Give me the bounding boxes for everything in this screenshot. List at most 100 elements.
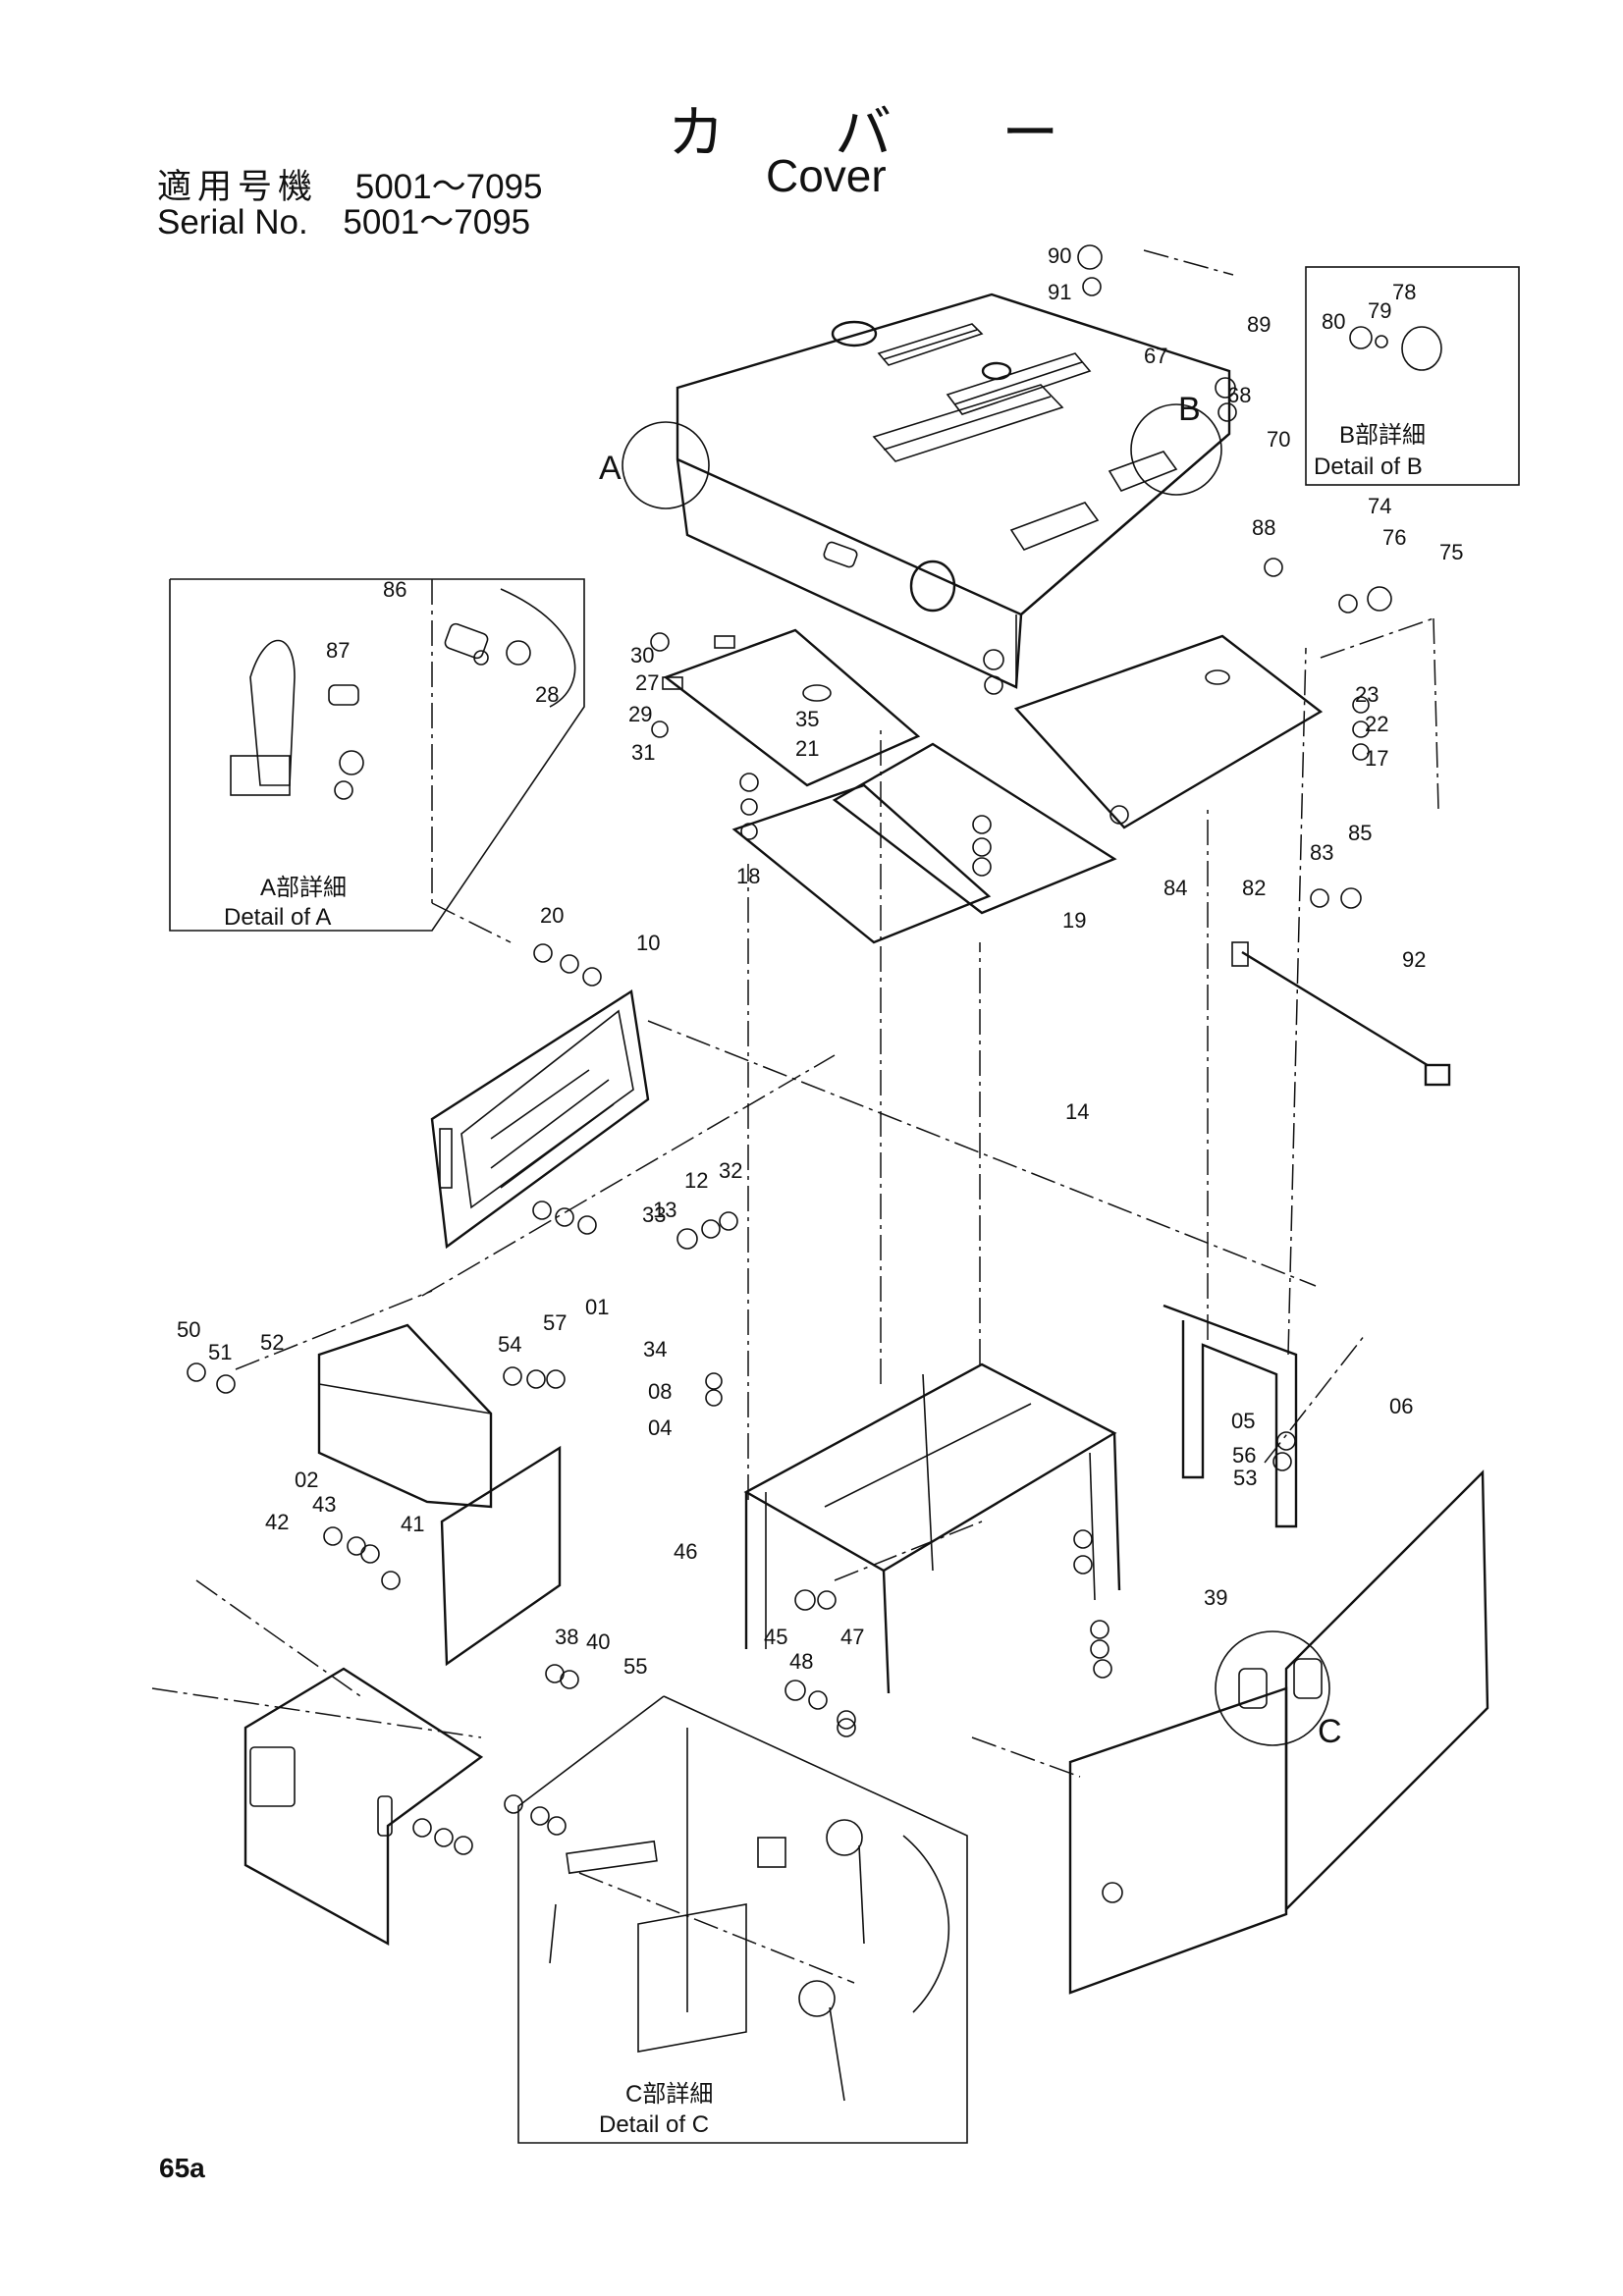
part-number-label: 05	[1231, 1409, 1255, 1433]
part-number-label: 47	[840, 1625, 864, 1649]
battery-box	[317, 1323, 493, 1509]
part-number-label: 67	[1144, 344, 1167, 368]
side-bracket	[1163, 1304, 1298, 1528]
part-number-label: 30	[630, 643, 654, 667]
part-number-label: 41	[401, 1512, 424, 1536]
part-number-label: 12	[684, 1168, 708, 1193]
detail-c-caption-jp: C部詳細	[625, 2081, 713, 2108]
part-number-label: 74	[1368, 494, 1391, 518]
part-number-label: 48	[789, 1649, 813, 1674]
serial-range-japanese: 5001～7095	[354, 168, 543, 206]
callout-letter-b: B	[1178, 391, 1201, 428]
side-cover-plate	[440, 1445, 562, 1667]
part-number-label: 02	[295, 1468, 318, 1492]
serial-row-japanese: 適用号機 5001～7095	[157, 159, 542, 209]
part-number-label: 27	[635, 670, 659, 695]
part-number-label: 06	[1389, 1394, 1413, 1418]
part-number-label: 01	[585, 1295, 609, 1319]
detail-a-caption-jp: A部詳細	[260, 875, 347, 901]
part-number-label: 84	[1163, 876, 1187, 900]
part-number-label: 18	[736, 864, 760, 888]
serial-label-japanese: 適用号機	[157, 168, 319, 206]
part-number-label: 56	[1232, 1443, 1256, 1468]
serial-label-english: Serial No.	[157, 203, 308, 241]
part-number-label: 57	[543, 1310, 567, 1335]
part-number-label: 19	[1062, 908, 1086, 933]
detail-a-caption-en: Detail of A	[224, 904, 331, 931]
part-number-label: 45	[764, 1625, 787, 1649]
detail-c-box	[517, 1695, 968, 2144]
part-number-label: 53	[1233, 1466, 1257, 1490]
part-number-label: 32	[719, 1158, 742, 1183]
part-number-label: 78	[1392, 280, 1416, 304]
detail-c-caption-en: Detail of C	[599, 2111, 709, 2138]
part-number-label: 34	[643, 1337, 667, 1362]
part-number-label: 10	[636, 931, 660, 955]
detail-b-box	[1143, 249, 1520, 486]
part-number-label: 92	[1402, 947, 1426, 972]
part-number-label: 88	[1252, 515, 1275, 540]
callout-letter-c: C	[1318, 1713, 1342, 1750]
control-rod	[1231, 941, 1451, 1087]
access-door-plate	[243, 1667, 484, 1947]
title-english: Cover	[766, 150, 887, 201]
part-number-label: 28	[535, 682, 559, 707]
cover-louvres	[872, 323, 1178, 551]
part-number-label: 43	[312, 1492, 336, 1517]
part-number-label: 75	[1439, 540, 1463, 564]
detail-b-caption-jp: B部詳細	[1339, 422, 1426, 449]
part-number-label: 40	[586, 1629, 610, 1654]
radiator-grille-panel	[430, 988, 650, 1250]
part-number-label: 86	[383, 577, 406, 602]
part-number-label: 35	[795, 707, 819, 731]
part-number-label: 17	[1365, 746, 1388, 771]
part-number-label: 39	[1204, 1585, 1227, 1610]
part-number-label: 51	[208, 1340, 232, 1364]
part-number-label: 29	[628, 702, 652, 726]
engine-cover-hood	[622, 293, 1231, 689]
detail-b-caption-en: Detail of B	[1314, 454, 1423, 480]
part-number-label: 76	[1382, 525, 1406, 550]
detail-a-box	[169, 578, 585, 943]
part-number-label: 13	[653, 1198, 676, 1222]
callout-letter-a: A	[599, 450, 622, 487]
part-number-label: 04	[648, 1415, 672, 1440]
part-number-label: 52	[260, 1330, 284, 1355]
part-number-label: 55	[623, 1654, 647, 1679]
part-number-label: 31	[631, 740, 655, 765]
fasteners	[187, 244, 1392, 1903]
part-number-label: 42	[265, 1510, 289, 1534]
rear-side-panels	[1068, 1469, 1489, 1995]
part-number-label: 82	[1242, 876, 1266, 900]
part-number-label: 85	[1348, 821, 1372, 845]
serial-range-english: 5001～7095	[343, 203, 531, 241]
serial-row-english: Serial No. 5001～7095	[157, 194, 530, 244]
part-number-label: 54	[498, 1332, 521, 1357]
support-frame	[743, 1362, 1121, 1694]
assembly-lines	[151, 617, 1439, 1778]
part-number-label: 20	[540, 903, 564, 928]
part-number-label: 79	[1368, 298, 1391, 323]
part-number-label: 91	[1048, 280, 1071, 304]
part-number-label: 08	[648, 1379, 672, 1404]
part-number-label: 23	[1355, 682, 1379, 707]
part-number-label: 14	[1065, 1099, 1089, 1124]
part-number-label: 70	[1267, 427, 1290, 452]
part-number-label: 87	[326, 638, 350, 663]
part-number-labels: 90 91 89 67 68 70 78 80 79 74 88 76 75 86 87 28 30 27 29 31…	[177, 243, 1463, 1679]
part-number-label: 90	[1048, 243, 1071, 268]
part-number-label: 68	[1227, 383, 1251, 407]
part-number-label: 83	[1310, 840, 1333, 865]
part-number-label: 80	[1322, 309, 1345, 334]
part-number-label: 46	[674, 1539, 697, 1564]
page-number: 65a	[159, 2153, 205, 2183]
part-number-label: 50	[177, 1317, 200, 1342]
title-japanese: カ バ ー	[668, 101, 1107, 165]
part-number-label: 89	[1247, 312, 1271, 337]
top-panels	[662, 628, 1324, 944]
part-number-label: 21	[795, 736, 819, 761]
part-number-label: 33	[642, 1202, 666, 1227]
part-number-label: 38	[555, 1625, 578, 1649]
